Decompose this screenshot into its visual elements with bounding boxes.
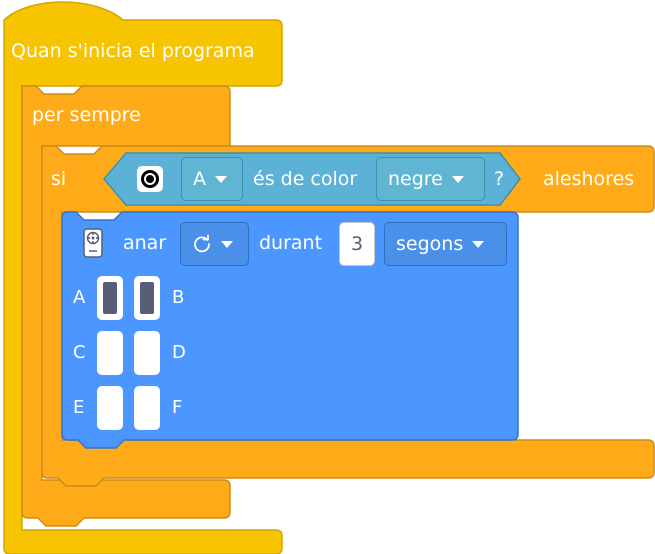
hat-block[interactable] (3, 1, 283, 554)
direction-dropdown[interactable] (180, 222, 249, 266)
chevron-down-icon (451, 175, 464, 183)
port-toggle-a[interactable] (97, 276, 123, 320)
forever-block-label: per sempre (32, 104, 141, 126)
condition-question: ? (494, 168, 505, 190)
if-block[interactable] (41, 145, 655, 487)
sensor-port-dropdown[interactable]: A (181, 157, 243, 201)
color-dropdown[interactable]: negre (376, 157, 485, 201)
if-label: si (51, 168, 67, 190)
port-toggle-e[interactable] (97, 386, 123, 430)
port-label-d: D (172, 342, 186, 363)
port-toggle-b[interactable] (134, 276, 160, 320)
condition-text: és de color (253, 168, 358, 190)
port-label-b: B (172, 287, 185, 308)
port-toggle-c[interactable] (97, 331, 123, 375)
unit-value: segons (396, 233, 464, 255)
chevron-down-icon (472, 240, 485, 248)
motor-run-block[interactable] (61, 211, 519, 449)
chevron-down-icon (221, 240, 233, 248)
port-label-c: C (73, 342, 86, 363)
port-toggle-f[interactable] (134, 386, 160, 430)
chevron-down-icon (215, 175, 227, 183)
clockwise-rotate-icon (194, 234, 210, 253)
color-value: negre (388, 168, 443, 190)
duration-value: 3 (350, 233, 364, 255)
forever-block[interactable] (21, 85, 231, 527)
port-label-a: A (73, 287, 86, 308)
sensor-port-value: A (193, 168, 206, 190)
hat-block-label: Quan s'inicia el programa (11, 40, 255, 62)
color-sensor-icon (137, 166, 163, 192)
port-label-e: E (73, 397, 85, 418)
then-label: aleshores (543, 168, 635, 190)
port-toggle-d[interactable] (134, 331, 160, 375)
motor-icon (83, 228, 103, 258)
motor-action-label: anar (123, 232, 167, 254)
unit-dropdown[interactable]: segons (384, 222, 507, 266)
duration-input[interactable]: 3 (339, 222, 375, 266)
port-label-f: F (172, 397, 183, 418)
during-label: durant (259, 232, 323, 254)
